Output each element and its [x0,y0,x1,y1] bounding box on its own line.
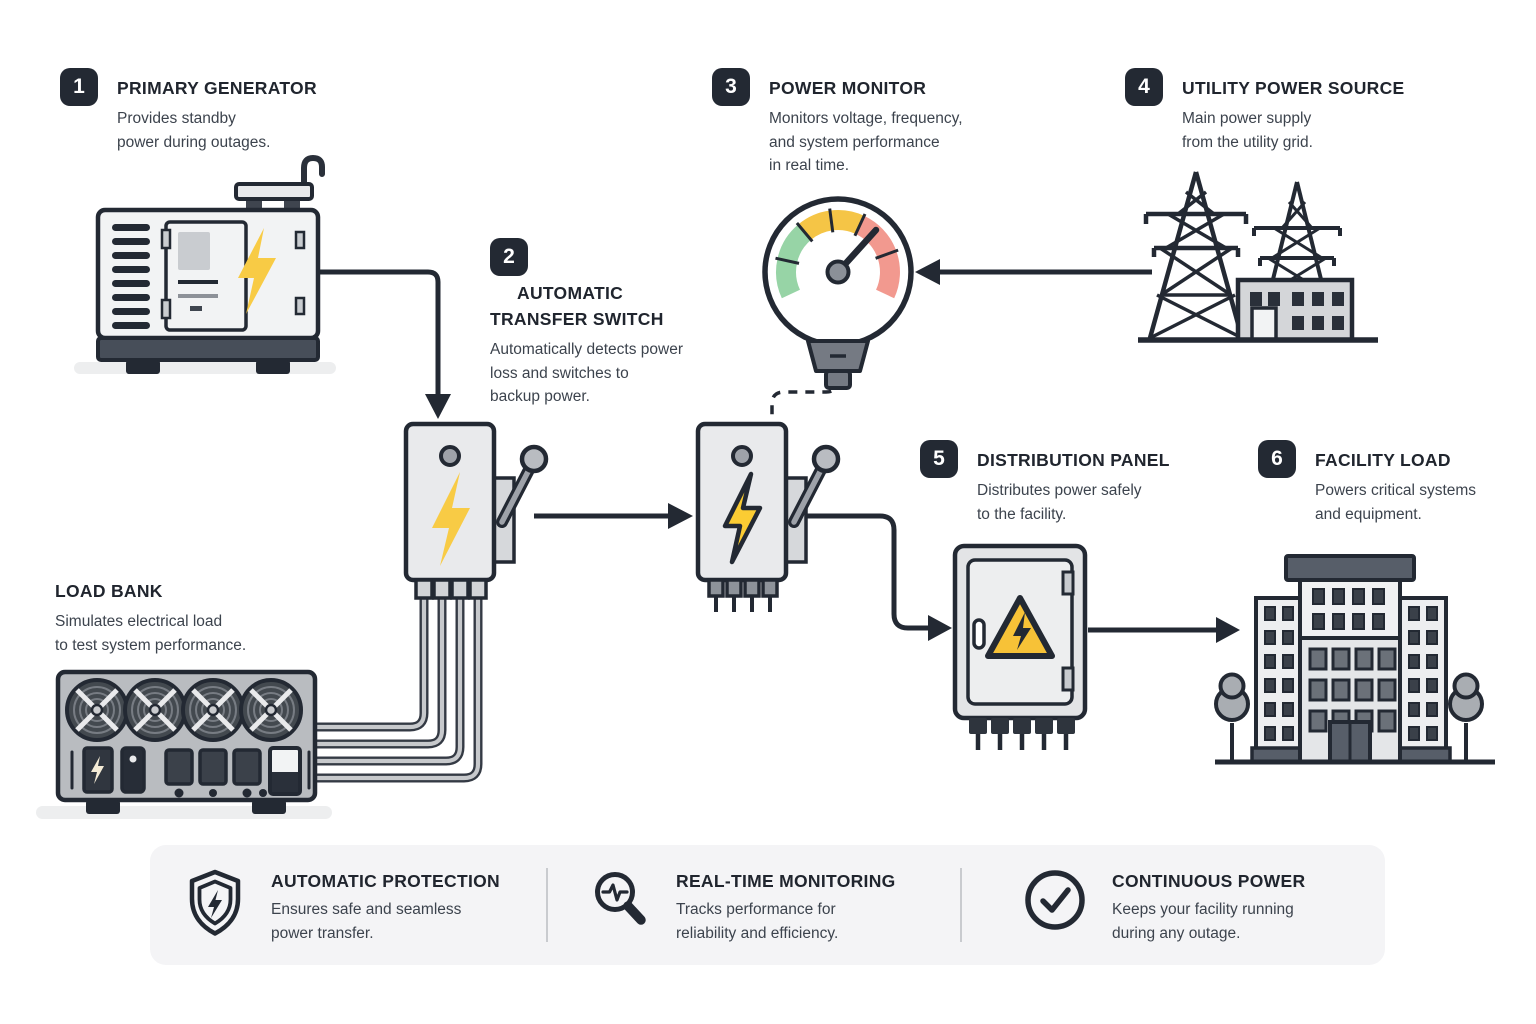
step-title: POWER MONITOR [769,78,927,98]
magnifier-pulse-icon [595,872,646,925]
arrow-ats-to-switch [534,503,693,529]
footer-bar: AUTOMATIC PROTECTION Ensures safe and se… [150,845,1385,965]
step-label-power-monitor: 3 POWER MONITOR Monitors voltage, freque… [712,68,963,178]
step-description: Automatically detects power loss and swi… [490,341,683,405]
shield-bolt-icon [189,869,241,936]
check-circle-icon [1025,870,1085,930]
step-number-badge: 2 [490,238,528,276]
footer-divider [960,868,962,942]
step-label-primary-generator: 1 PRIMARY GENERATOR Provides standby pow… [60,68,317,154]
load-bank-illustration [36,669,332,819]
step-number-badge: 4 [1125,68,1163,106]
footer-item-real-time-monitoring: REAL-TIME MONITORING Tracks performance … [590,867,896,946]
step-title: PRIMARY GENERATOR [117,78,317,98]
step-label-utility-power-source: 4 UTILITY POWER SOURCE Main power supply… [1125,68,1405,154]
footer-item-automatic-protection: AUTOMATIC PROTECTION Ensures safe and se… [183,867,500,946]
distribution-panel-illustration [952,543,1088,750]
footer-item-continuous-power: CONTINUOUS POWER Keeps your facility run… [1022,867,1305,946]
generator-illustration [74,154,336,374]
footer-description: Tracks performance for reliability and e… [676,901,839,942]
step-title: FACILITY LOAD [1315,450,1451,470]
arrow-utility-to-gauge [915,259,1152,285]
step-title: DISTRIBUTION PANEL [977,450,1170,470]
footer-title: AUTOMATIC PROTECTION [271,871,500,891]
fan-icons [65,678,303,742]
step-label-facility-load: 6 FACILITY LOAD Powers critical systems … [1258,440,1476,526]
step-title: TRANSFER SWITCH [490,309,664,329]
step-label-distribution-panel: 5 DISTRIBUTION PANEL Distributes power s… [920,440,1170,526]
utility-grid-illustration [1138,171,1378,343]
load-bank-description: Simulates electrical load to test system… [55,613,247,654]
step-number-badge: 1 [60,68,98,106]
load-bank-label: LOAD BANK Simulates electrical load to t… [55,578,246,657]
step-description: Provides standby power during outages. [117,110,271,151]
step-number-badge: 3 [712,68,750,106]
lightning-bolt-icon [432,472,470,566]
footer-description: Ensures safe and seamless power transfer… [271,901,462,942]
load-bank-title: LOAD BANK [55,581,163,601]
step-description: Distributes power safely to the facility… [977,482,1142,523]
step-number-badge: 6 [1258,440,1296,478]
gauge-illustration [762,196,914,390]
step-label-automatic-transfer-switch: 2 AUTOMATIC TRANSFER SWITCH Automaticall… [490,238,683,409]
monitored-switch-illustration [695,421,841,612]
step-number-badge: 5 [920,440,958,478]
lightning-bolt-icon [238,228,276,314]
footer-divider [546,868,548,942]
footer-description: Keeps your facility running during any o… [1112,901,1294,942]
footer-title: REAL-TIME MONITORING [676,871,896,891]
ats-illustration [403,421,549,600]
facility-building-illustration [1214,554,1495,765]
step-description: Powers critical systems and equipment. [1315,482,1477,523]
lightning-bolt-icon [722,471,763,565]
step-description: Monitors voltage, frequency, and system … [769,110,963,174]
footer-title: CONTINUOUS POWER [1112,871,1306,891]
step-description: Main power supply from the utility grid. [1182,110,1313,151]
step-title: AUTOMATIC [517,283,624,303]
step-title: UTILITY POWER SOURCE [1182,78,1405,98]
